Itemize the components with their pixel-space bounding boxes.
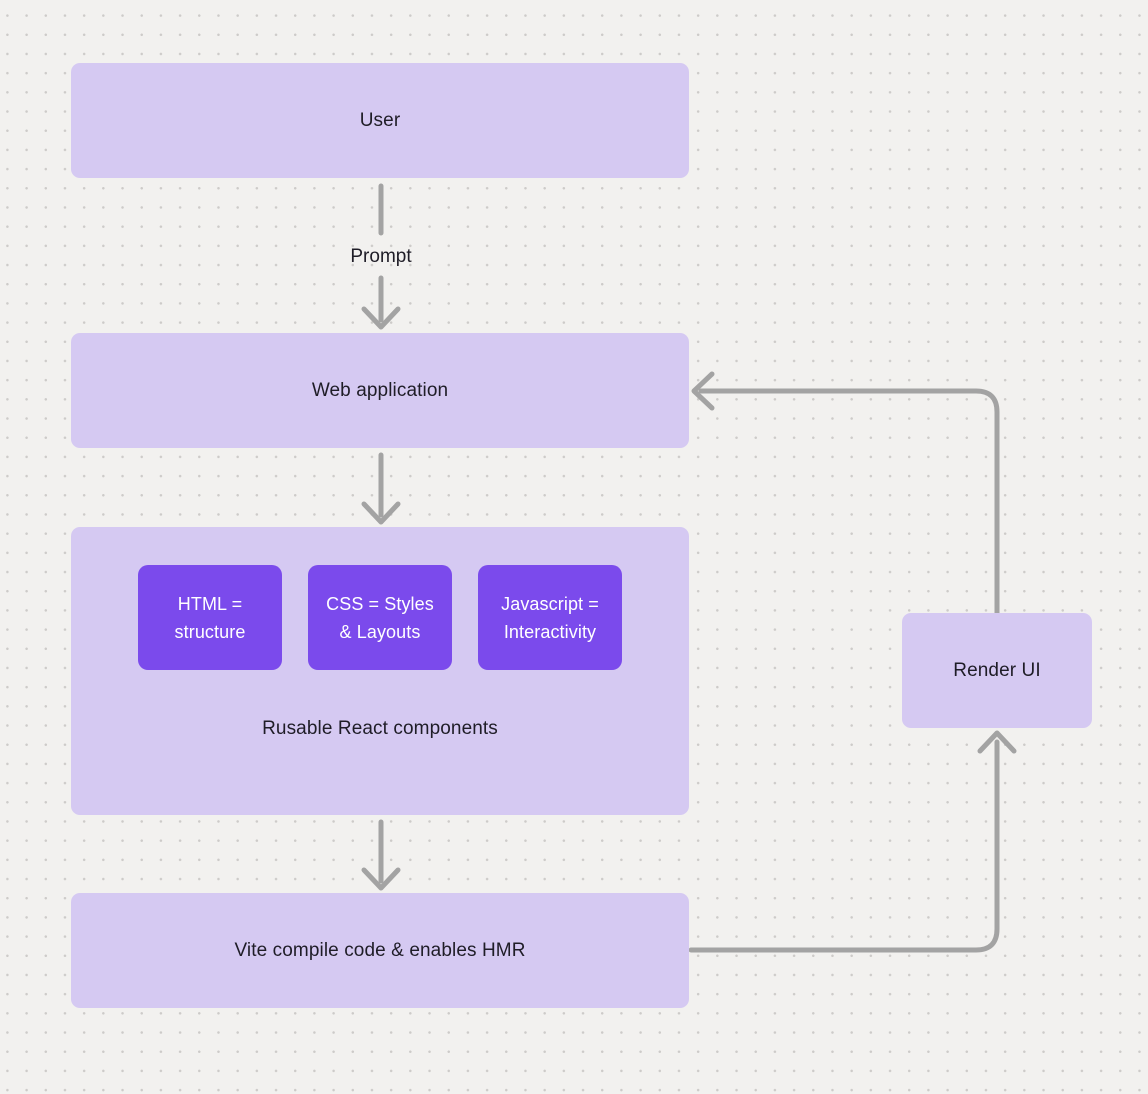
node-user[interactable]: User xyxy=(71,63,689,178)
arrowhead-down-webapp-to-components xyxy=(361,501,401,525)
chip-css[interactable]: CSS = Styles & Layouts xyxy=(308,565,452,670)
node-vite[interactable]: Vite compile code & enables HMR xyxy=(71,893,689,1008)
arrowhead-left-into-webapp xyxy=(691,371,715,411)
node-user-label: User xyxy=(359,109,401,131)
chip-css-line1: CSS = Styles xyxy=(326,593,434,614)
components-group-caption: Rusable React components xyxy=(262,718,498,739)
components-row: HTML = structure CSS = Styles & Layouts … xyxy=(138,565,622,670)
node-render-ui-label: Render UI xyxy=(953,659,1041,681)
chip-javascript-line1: Javascript = xyxy=(501,593,599,614)
arrowhead-down-user-to-webapp xyxy=(361,306,401,330)
chip-html[interactable]: HTML = structure xyxy=(138,565,282,670)
chip-html-line1: HTML = xyxy=(177,593,243,614)
node-vite-label: Vite compile code & enables HMR xyxy=(234,939,526,961)
arrowhead-down-components-to-vite xyxy=(361,867,401,891)
chip-css-line2: & Layouts xyxy=(339,621,421,642)
connector-renderui-to-webapp xyxy=(698,388,1000,616)
chip-html-line2: structure xyxy=(174,621,246,642)
arrowhead-up-into-renderui xyxy=(977,730,1017,754)
node-components-group[interactable]: HTML = structure CSS = Styles & Layouts … xyxy=(71,527,689,815)
edge-label-prompt: Prompt xyxy=(350,246,412,267)
node-web-application-label: Web application xyxy=(311,379,449,401)
node-render-ui[interactable]: Render UI xyxy=(902,613,1092,728)
node-web-application[interactable]: Web application xyxy=(71,333,689,448)
connector-vite-to-renderui xyxy=(688,739,1000,953)
chip-javascript[interactable]: Javascript = Interactivity xyxy=(478,565,622,670)
chip-javascript-line2: Interactivity xyxy=(503,621,597,642)
